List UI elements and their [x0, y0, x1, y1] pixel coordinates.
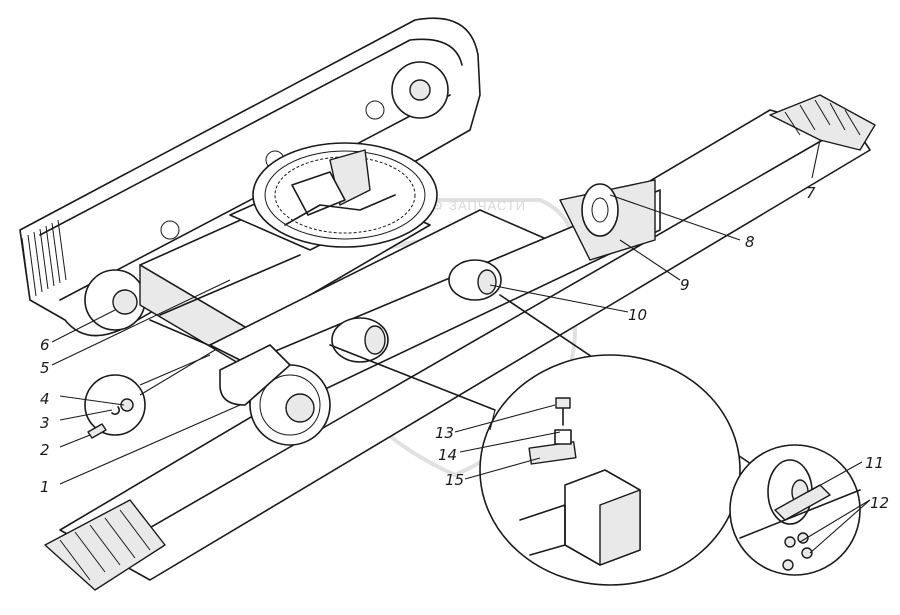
callout-7: 7	[806, 184, 816, 202]
callout-13: 13	[435, 424, 454, 442]
callout-4: 4	[40, 390, 50, 408]
callout-15: 15	[445, 471, 464, 489]
callout-5: 5	[40, 359, 50, 377]
slewing-ring	[252, 142, 438, 248]
callout-labels: 1 2 3 4 5 6 7 8 9 10 11 12 13 14 15	[40, 184, 889, 512]
detail-circle-bolt	[84, 349, 216, 439]
detail-circle-right	[729, 444, 861, 576]
callout-10: 10	[628, 306, 647, 324]
callout-14: 14	[438, 446, 457, 464]
leader-lines	[51, 139, 871, 554]
callout-3: 3	[40, 414, 50, 432]
callout-1: 1	[40, 478, 50, 496]
callout-6: 6	[40, 336, 50, 354]
callout-12: 12	[870, 494, 889, 512]
callout-9: 9	[680, 276, 690, 294]
callout-8: 8	[745, 233, 755, 251]
callout-2: 2	[40, 441, 50, 459]
callout-11: 11	[865, 454, 884, 472]
detail-circle-lower	[479, 354, 741, 586]
